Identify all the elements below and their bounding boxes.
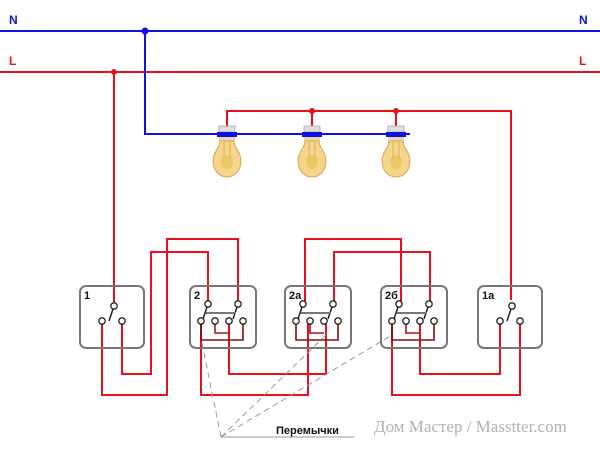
switch-label: 2а <box>289 290 302 302</box>
terminal-icon <box>496 317 504 325</box>
neutral-label-left: N <box>9 13 18 27</box>
switch-1a: 1а <box>477 285 543 349</box>
terminal-icon <box>334 317 342 325</box>
terminal-icon <box>292 317 300 325</box>
jumper-pointers <box>201 334 393 438</box>
terminal-icon <box>204 300 212 308</box>
switch-2a: 2а <box>284 285 352 349</box>
terminal-icon <box>98 317 106 325</box>
switch-2: 2 <box>189 285 257 349</box>
terminal-icon <box>516 317 524 325</box>
terminal-icon <box>239 317 247 325</box>
terminal-icon <box>508 302 516 310</box>
light-bulb-icon <box>381 125 411 178</box>
jumper-label: Перемычки <box>276 425 339 437</box>
lamp-feed-wiring <box>226 108 512 300</box>
terminal-icon <box>211 317 219 325</box>
terminal-icon <box>197 317 205 325</box>
terminal-icon <box>110 302 118 310</box>
terminal-icon <box>234 300 242 308</box>
terminal-icon <box>430 317 438 325</box>
terminal-icon <box>388 317 396 325</box>
terminal-icon <box>395 300 403 308</box>
switch-housing <box>189 285 257 349</box>
switch-housing <box>477 285 543 349</box>
switch-label: 1а <box>482 290 495 302</box>
terminal-icon <box>299 300 307 308</box>
terminal-icon <box>416 317 424 325</box>
switch-label: 2 <box>194 290 200 302</box>
terminal-icon <box>329 300 337 308</box>
traveler-wiring <box>101 238 521 396</box>
switch-housing <box>284 285 352 349</box>
terminal-icon <box>320 317 328 325</box>
light-bulb-icon <box>212 125 242 178</box>
switch-label: 2б <box>385 290 398 302</box>
switch-1: 1 <box>79 285 145 349</box>
line-feed-wiring <box>111 69 117 306</box>
terminal-icon <box>225 317 233 325</box>
terminal-icon <box>402 317 410 325</box>
terminal-icon <box>118 317 126 325</box>
terminal-icon <box>306 317 314 325</box>
switch-2b: 2б <box>380 285 448 349</box>
terminal-icon <box>425 300 433 308</box>
neutral-label-right: N <box>579 13 588 27</box>
line-label-left: L <box>9 54 16 68</box>
light-bulb-icon <box>297 125 327 178</box>
line-label-right: L <box>579 54 586 68</box>
watermark: Дом Мастер / Masstter.com <box>374 417 567 436</box>
neutral-wiring <box>141 27 410 135</box>
switch-housing <box>79 285 145 349</box>
switch-housing <box>380 285 448 349</box>
switch-label: 1 <box>84 290 90 302</box>
